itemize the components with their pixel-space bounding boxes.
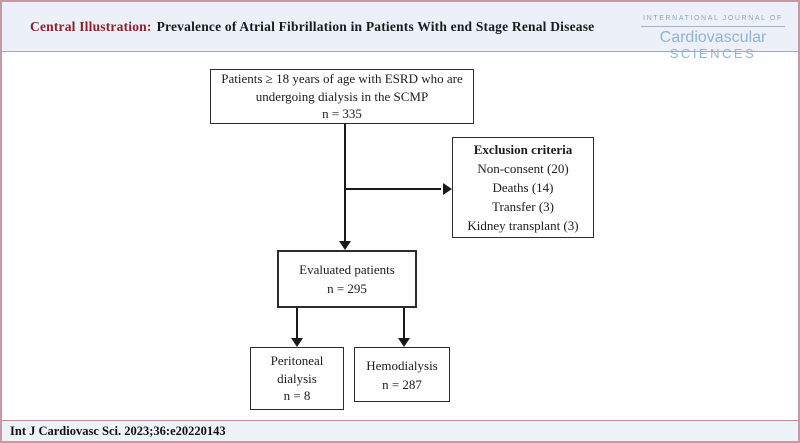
peritoneal-line-1: Peritoneal	[270, 353, 324, 369]
evaluated-line-1: Evaluated patients	[299, 262, 395, 277]
connector-peritoneal-vertical	[296, 308, 298, 339]
arrowhead-down-hemodialysis-icon	[398, 338, 410, 347]
peritoneal-line-3: n = 8	[283, 388, 311, 404]
journal-logo-top-line: INTERNATIONAL JOURNAL OF	[641, 15, 785, 28]
figure-title-text: Prevalence of Atrial Fibrillation in Pat…	[156, 18, 595, 34]
peritoneal-line-2: dialysis	[277, 370, 317, 386]
hemodialysis-line-2: n = 287	[382, 376, 422, 392]
connector-hemodialysis-vertical	[403, 308, 405, 339]
flowchart-box-peritoneal-dialysis: Peritoneal dialysis n = 8	[250, 347, 344, 410]
connector-exclusion-branch	[345, 188, 441, 190]
evaluated-line-2: n = 295	[327, 281, 367, 296]
exclusion-item-kidney-transplant: Kidney transplant (3)	[467, 218, 579, 233]
connector-main-vertical	[344, 124, 346, 243]
flowchart-box-evaluated-patients: Evaluated patients n = 295	[277, 250, 417, 308]
exclusion-title: Exclusion criteria	[473, 142, 573, 157]
arrowhead-down-peritoneal-icon	[291, 338, 303, 347]
central-illustration-label: Central Illustration:	[30, 18, 152, 34]
citation-text: Int J Cardiovasc Sci. 2023;36:e20220143	[10, 423, 226, 438]
arrowhead-right-exclusion-icon	[443, 183, 452, 195]
exclusion-item-non-consent: Non-consent (20)	[477, 161, 569, 176]
initial-line-2: undergoing dialysis in the SCMP	[255, 88, 429, 104]
figure-title: Central Illustration:Prevalence of Atria…	[30, 19, 594, 35]
figure-footer: Int J Cardiovasc Sci. 2023;36:e20220143	[2, 420, 798, 441]
initial-line-1: Patients ≥ 18 years of age with ESRD who…	[221, 71, 463, 87]
exclusion-item-deaths: Deaths (14)	[492, 180, 554, 195]
hemodialysis-line-1: Hemodialysis	[366, 357, 438, 373]
figure-header: Central Illustration:Prevalence of Atria…	[2, 2, 798, 61]
journal-logo-name: Cardiovascular	[659, 29, 767, 47]
flowchart-box-exclusion-criteria: Exclusion criteria Non-consent (20) Deat…	[452, 137, 594, 238]
journal-logo-subname: SCIENCES	[669, 46, 757, 62]
arrowhead-down-evaluated-icon	[339, 241, 351, 250]
flowchart-box-initial-patients: Patients ≥ 18 years of age with ESRD who…	[210, 69, 474, 124]
journal-logo: INTERNATIONAL JOURNAL OF Cardiovascular …	[638, 7, 788, 62]
exclusion-item-transfer: Transfer (3)	[492, 199, 554, 214]
initial-line-3: n = 335	[322, 106, 362, 122]
flowchart-box-hemodialysis: Hemodialysis n = 287	[354, 347, 450, 402]
